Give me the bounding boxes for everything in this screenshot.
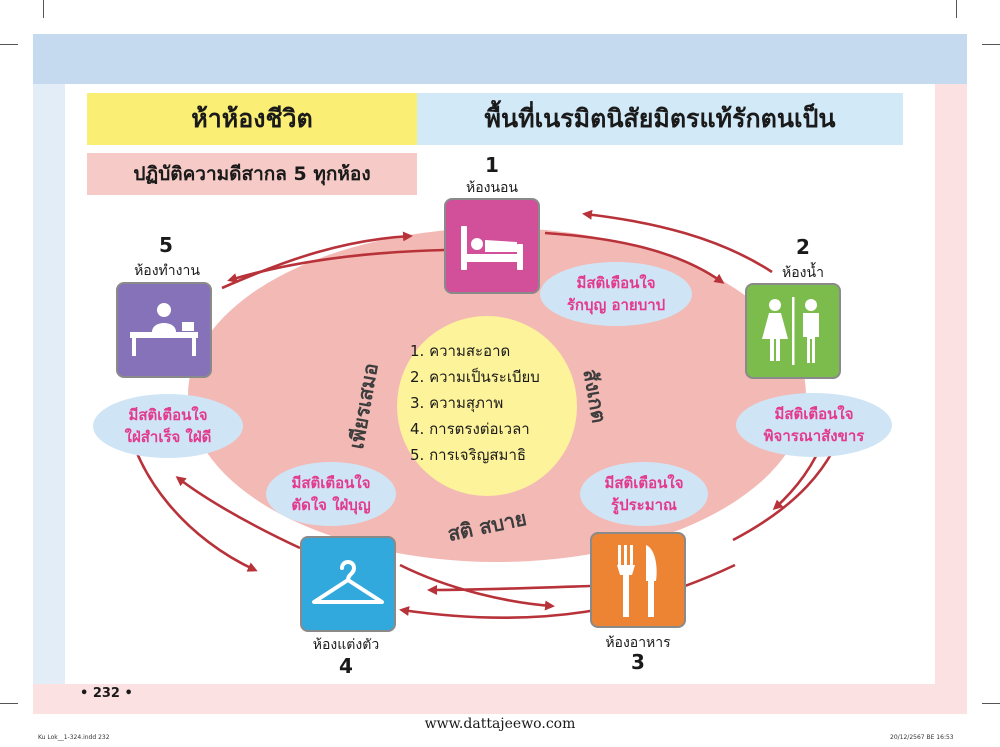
crop-mark xyxy=(0,703,18,704)
list-item: 4. การตรงต่อเวลา xyxy=(410,420,530,438)
crop-mark xyxy=(0,44,18,45)
reminder-bubble-office: มีสติเตือนใจ ใฝ่สำเร็จ ใฝ่ดี xyxy=(93,394,243,458)
arrow-dining-to-dressing xyxy=(427,584,591,595)
arrow-dressing-to-office xyxy=(175,476,301,550)
crop-mark xyxy=(43,0,44,18)
header-band xyxy=(33,34,967,84)
arrow-dressing-to-dining xyxy=(399,563,555,611)
subtitle: ปฏิบัติความดีสากล 5 ทุกห้อง xyxy=(87,153,417,195)
room-number: 3 xyxy=(631,650,645,674)
room-name-bedroom: ห้องนอน xyxy=(465,180,519,196)
reminder-bubble-bedroom: มีสติเตือนใจ รักบุญ อายบาป xyxy=(540,262,692,326)
room-number: 1 xyxy=(485,153,499,177)
page-title: ห้าห้องชีวิต xyxy=(87,93,417,145)
bed-icon xyxy=(461,226,523,270)
desk-worker-icon xyxy=(130,303,198,356)
room-name-dining: ห้องอาหาร xyxy=(605,635,671,651)
arrow-restroom-to-bed xyxy=(582,209,773,274)
bubble-line: ใฝ่สำเร็จ ใฝ่ดี xyxy=(124,428,212,446)
list-item: 1. ความสะอาด xyxy=(410,342,511,360)
arrow-bed-to-restroom xyxy=(544,231,725,284)
bubble-line: มีสติเตือนใจ xyxy=(774,405,854,423)
bubble-line: รู้ประมาณ xyxy=(611,496,677,514)
bubble-line: ตัดใจ ใฝ่บุญ xyxy=(291,496,371,514)
file-info: Ku Lok__1-324.indd 232 xyxy=(38,734,110,741)
arrow-office-to-bed xyxy=(221,231,413,290)
room-dining xyxy=(590,532,686,628)
room-name-office: ห้องทำงาน xyxy=(134,263,200,279)
virtue-list: 1. ความสะอาด 2. ความเป็นระเบียบ 3. ความส… xyxy=(410,338,580,468)
list-item: 2. ความเป็นระเบียบ xyxy=(410,368,540,386)
bubble-line: มีสติเตือนใจ xyxy=(128,406,208,424)
right-margin-strip xyxy=(935,84,967,684)
bubble-line: มีสติเตือนใจ xyxy=(291,474,371,492)
list-item: 5. การเจริญสมาธิ xyxy=(410,446,527,464)
left-margin-strip xyxy=(33,84,65,684)
crop-mark xyxy=(982,44,1000,45)
room-name-dressing: ห้องแต่งตัว xyxy=(312,637,380,653)
reminder-bubble-restroom: มีสติเตือนใจ พิจารณาสังขาร xyxy=(736,393,892,457)
reminder-bubble-dressing: มีสติเตือนใจ ตัดใจ ใฝ่บุญ xyxy=(266,462,396,526)
room-number: 4 xyxy=(339,654,353,678)
room-name-restroom: ห้องน้ำ xyxy=(782,265,824,281)
page-number: • 232 • xyxy=(80,686,133,701)
page-title-right: พื้นที่เนรมิตนิสัยมิตรแท้รักตนเป็น xyxy=(417,93,903,145)
bubble-line: รักบุญ อายบาป xyxy=(566,296,666,314)
list-item: 3. ความสุภาพ xyxy=(410,394,504,412)
arrow-dining-to-dressing-outer xyxy=(399,563,736,620)
restroom-icon xyxy=(762,297,819,365)
hanger-icon xyxy=(312,560,384,604)
bubble-line: พิจารณาสังขาร xyxy=(763,427,865,445)
center-circle xyxy=(397,316,577,496)
arrow-bed-to-office xyxy=(227,248,446,283)
bubble-line: มีสติเตือนใจ xyxy=(604,474,684,492)
bubble-line: มีสติเตือนใจ xyxy=(576,274,656,292)
website-url: www.dattajeewo.com xyxy=(424,716,576,732)
room-restroom xyxy=(745,283,841,379)
reminder-bubble-dining: มีสติเตือนใจ รู้ประมาณ xyxy=(580,462,708,526)
crop-mark xyxy=(982,703,1000,704)
fork-knife-icon xyxy=(617,545,657,617)
room-bedroom xyxy=(444,198,540,294)
room-number: 5 xyxy=(159,233,173,257)
room-office xyxy=(116,282,212,378)
room-number: 2 xyxy=(796,235,810,259)
room-dressing xyxy=(300,536,396,632)
date-info: 20/12/2567 BE 16:53 xyxy=(890,734,954,741)
footer-band xyxy=(33,684,967,714)
crop-mark xyxy=(956,0,957,18)
